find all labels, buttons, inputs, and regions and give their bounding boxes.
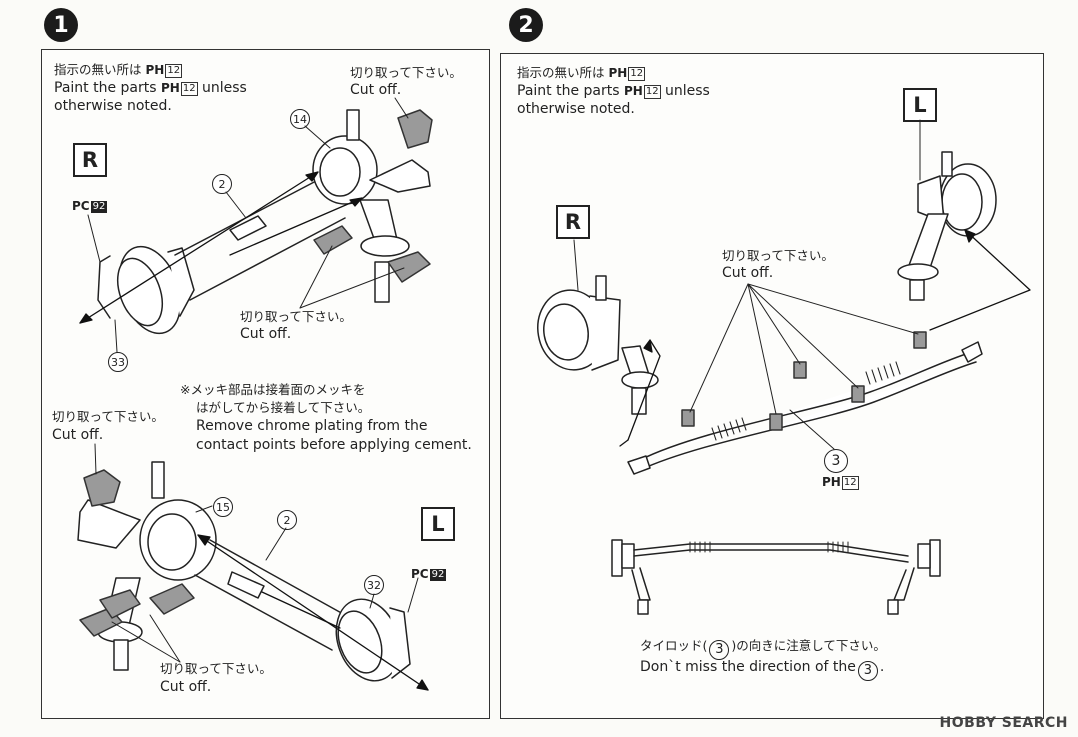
leader-line [87,97,409,353]
assembly-arrow [79,171,363,324]
cutoff-label-en: Cut off. [240,326,292,342]
paint-note-en-line2: otherwise noted. [54,98,172,114]
side-label-right: R [73,143,107,177]
leader-line [94,443,419,663]
cutoff-label-en: Cut off. [722,265,774,281]
side-label-left: L [903,88,937,122]
cutoff-label-en: Cut off. [350,82,402,98]
part-number-15: 15 [213,497,233,517]
hobby-search-watermark: HOBBY SEARCH [939,715,1068,731]
side-label-right: R [556,205,590,239]
chrome-note-jp-1: ※メッキ部品は接着面のメッキを [180,382,366,397]
step-2-panel [500,53,1044,719]
cutoff-label-en: Cut off. [160,679,212,695]
side-label-left: L [421,507,455,541]
cutoff-label-jp: 切り取って下さい。 [350,65,462,80]
chrome-note-jp-2: はがしてから接着して下さい。 [196,400,371,415]
part-number-3-inline: 3 [857,661,878,681]
part-number-2: 2 [212,174,232,194]
cutoff-label-en: Cut off. [52,427,104,443]
knuckle-left [897,151,997,301]
leader-line [573,119,921,450]
part-number-33: 33 [108,352,128,372]
sprue-stub [313,109,433,283]
cutoff-label-jp: 切り取って下さい。 [240,309,352,324]
assembly-arrow [197,534,429,691]
paint-code: PH [145,63,165,77]
step-1-badge: 1 [44,8,78,42]
knuckle-part-14 [312,109,431,303]
chrome-note-en-1: Remove chrome plating from the [196,418,428,434]
step-2-badge: 2 [509,8,543,42]
knuckle-part-15 [77,461,217,671]
paint-code-number: 12 [165,64,183,78]
knuckle-right [537,275,659,415]
cutoff-label-jp: 切り取って下さい。 [160,661,272,676]
cutoff-label-jp: 切り取って下さい。 [52,409,164,424]
part-number-14: 14 [290,109,310,129]
part-number-3: 3 [824,449,848,473]
chrome-note-en-2: contact points before applying cement. [196,437,472,453]
part-number-2: 2 [277,510,297,530]
part-number-3-inline: 3 [709,640,730,660]
tierod-note-jp: タイロッド(3)の向きに注意して下さい。 [640,637,886,660]
tie-rod-top-view [611,539,941,615]
cutoff-label-jp: 切り取って下さい。 [722,248,834,263]
tie-rod-part-3 [627,341,983,475]
hub-part-32 [335,598,411,682]
paint-note-en-line2: otherwise noted. [517,101,635,117]
hub-part-33 [97,245,195,335]
axle-tube-left [194,539,346,651]
sprue-stub [79,469,195,637]
assembly-arrow [619,229,1031,447]
